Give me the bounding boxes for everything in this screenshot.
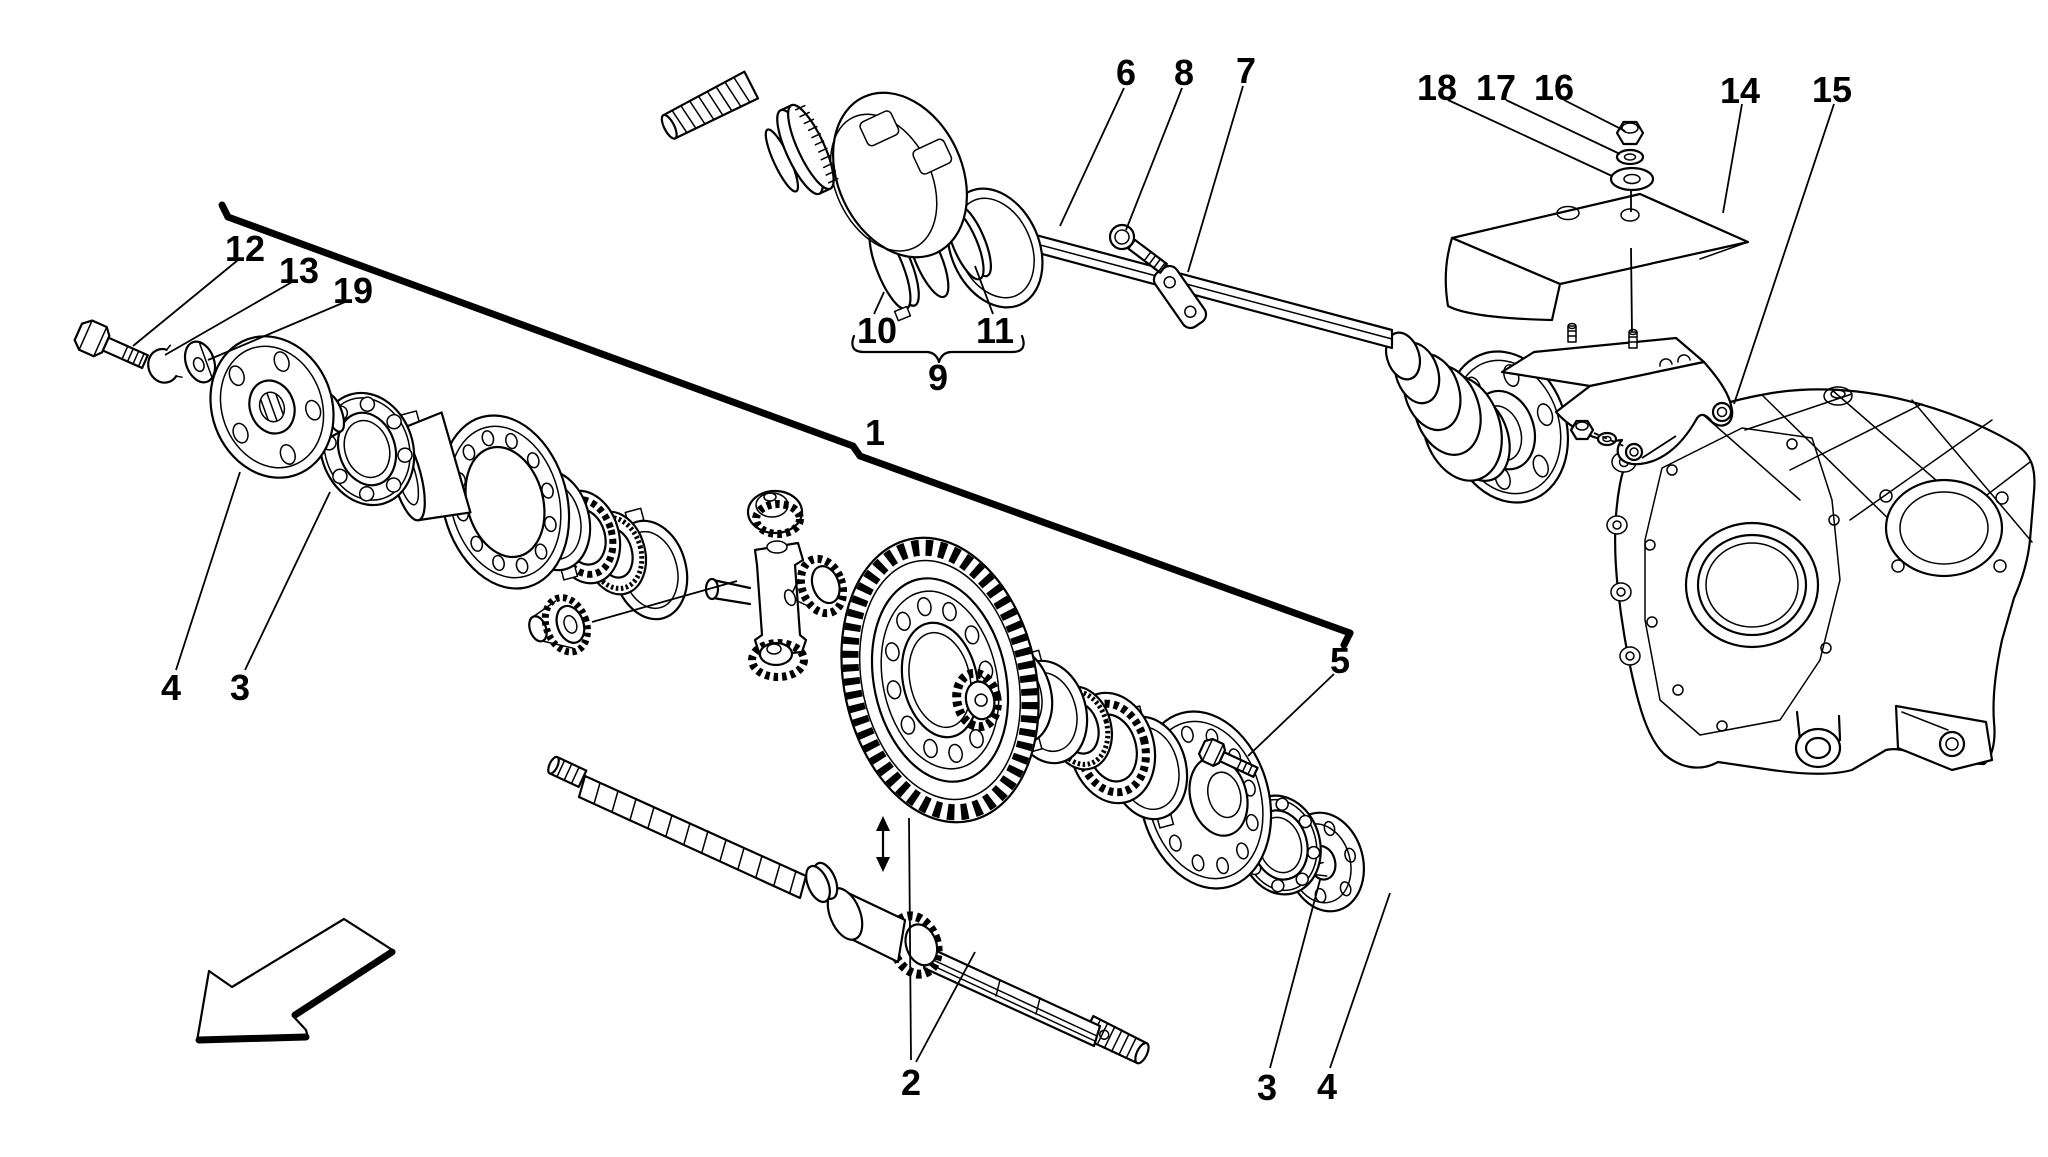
floating-side-gear — [528, 580, 738, 656]
part-label-7: 7 — [1236, 50, 1256, 91]
part-label-14: 14 — [1720, 70, 1760, 111]
housing-top-boss — [1823, 386, 1853, 406]
shaped-washer — [183, 340, 217, 384]
part-label-8: 8 — [1174, 52, 1194, 93]
pinion-gear — [952, 668, 1002, 732]
tone-ring — [764, 103, 839, 196]
part-label-11: 11 — [976, 310, 1014, 351]
cv-bell-body — [829, 91, 969, 259]
part-label-18: 18 — [1417, 67, 1457, 108]
washer-small — [1615, 148, 1645, 166]
part-label-17: 17 — [1476, 67, 1516, 108]
shaft-tip-stub — [547, 755, 588, 789]
housing-bottom-snout — [1794, 710, 1842, 769]
gearbox-housing — [1606, 386, 2036, 775]
hub-hardware-left — [73, 319, 217, 384]
part-label-2: 2 — [901, 1062, 921, 1103]
part-label-16: 16 — [1534, 67, 1574, 108]
bracket-stud — [1567, 322, 1577, 343]
bolt — [1108, 223, 1168, 274]
diff-case-flange-left — [439, 414, 571, 590]
spider-cross-assembly — [704, 540, 848, 681]
nut — [1615, 120, 1645, 146]
hub-flange-left — [209, 335, 335, 479]
part-label-15: 15 — [1812, 69, 1852, 110]
circlip — [147, 344, 183, 384]
part-label-3-right: 3 — [1257, 1067, 1277, 1108]
bolt — [1197, 737, 1259, 778]
leader-lines — [132, 85, 1835, 1069]
bracket-nut-washer — [1569, 419, 1677, 459]
part-label-6: 6 — [1116, 52, 1136, 93]
group-brace-9 — [851, 334, 1025, 364]
part-label-19: 19 — [333, 270, 373, 311]
input-shaft — [547, 755, 1150, 1065]
cv-boot-right — [1384, 331, 1503, 482]
callout-labels: 1 2 3 4 3 4 5 6 7 8 9 10 11 12 13 14 15 … — [161, 50, 1852, 1108]
part-label-10: 10 — [857, 310, 897, 351]
bolt — [73, 319, 149, 370]
crown-wheel-gear — [840, 536, 1040, 824]
housing-gasket-line — [1644, 427, 1841, 736]
support-bracket — [1500, 322, 1734, 466]
housing-side-opening — [1884, 478, 2004, 578]
axle-shaft-assembly — [660, 70, 1570, 504]
bracket-stud — [1628, 328, 1638, 349]
part-label-5: 5 — [1330, 640, 1350, 681]
part-label-4-right: 4 — [1317, 1066, 1337, 1107]
part-label-1: 1 — [865, 412, 885, 453]
part-label-9: 9 — [928, 357, 948, 398]
shaft-collar — [805, 861, 839, 904]
direction-arrow-icon — [195, 917, 396, 1044]
assembly-group-line-1 — [218, 201, 1354, 649]
mesh-double-arrow — [876, 816, 890, 872]
housing-side-arm — [1894, 704, 1994, 772]
spline-section — [577, 774, 808, 900]
housing-main-bore — [1684, 521, 1820, 649]
differential-assembly — [209, 335, 1366, 913]
heat-shield — [1444, 192, 1750, 322]
floating-bevel-gear-top — [746, 489, 804, 538]
part-label-4-left: 4 — [161, 667, 181, 708]
shield-fasteners — [1609, 120, 1655, 335]
washer-large — [1609, 166, 1655, 192]
part-label-13: 13 — [279, 250, 319, 291]
part-label-12: 12 — [225, 228, 265, 269]
splined-stub — [660, 70, 760, 140]
part-label-3-left: 3 — [230, 667, 250, 708]
